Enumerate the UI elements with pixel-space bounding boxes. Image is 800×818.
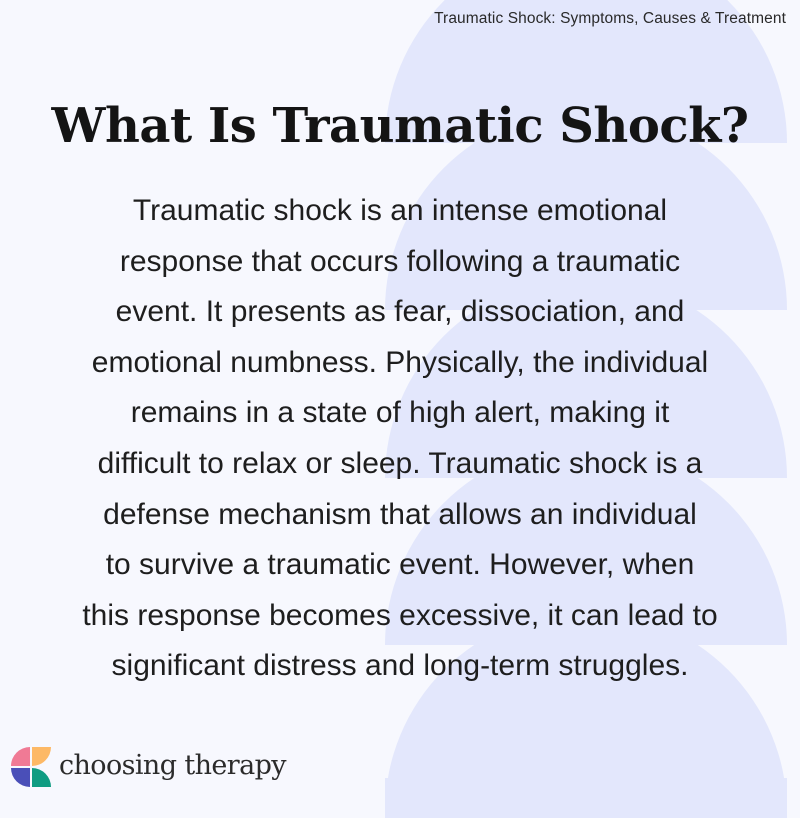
definition-paragraph: Traumatic shock is an intense emotional … xyxy=(20,186,780,692)
paragraph-line: significant distress and long-term strug… xyxy=(111,649,689,683)
paragraph-line: this response becomes excessive, it can … xyxy=(82,598,718,632)
paragraph-line: response that occurs following a traumat… xyxy=(119,244,681,278)
paragraph-line: defense mechanism that allows an individ… xyxy=(103,497,697,531)
source-article-title: Traumatic Shock: Symptoms, Causes & Trea… xyxy=(434,10,786,27)
logo-quadrant-green-icon xyxy=(32,768,51,787)
logo-quadrant-blue-icon xyxy=(11,768,30,787)
logo-mark-icon xyxy=(11,747,51,787)
decorative-semicircle xyxy=(385,778,787,818)
choosing-therapy-logo: choosing therapy xyxy=(11,747,287,787)
logo-wordmark: choosing therapy xyxy=(59,749,287,781)
background-decorative-shapes xyxy=(385,0,787,818)
page-title: What Is Traumatic Shock? xyxy=(51,98,749,154)
logo-quadrant-orange-icon xyxy=(32,747,51,766)
paragraph-line: emotional numbness. Physically, the indi… xyxy=(91,345,709,379)
paragraph-line: remains in a state of high alert, making… xyxy=(130,396,670,430)
paragraph-line: to survive a traumatic event. However, w… xyxy=(105,548,695,582)
paragraph-line: event. It presents as fear, dissociation… xyxy=(115,295,685,329)
paragraph-line: Traumatic shock is an intense emotional xyxy=(132,194,668,227)
paragraph-line: difficult to relax or sleep. Traumatic s… xyxy=(97,446,703,480)
logo-quadrant-pink-icon xyxy=(11,747,30,766)
